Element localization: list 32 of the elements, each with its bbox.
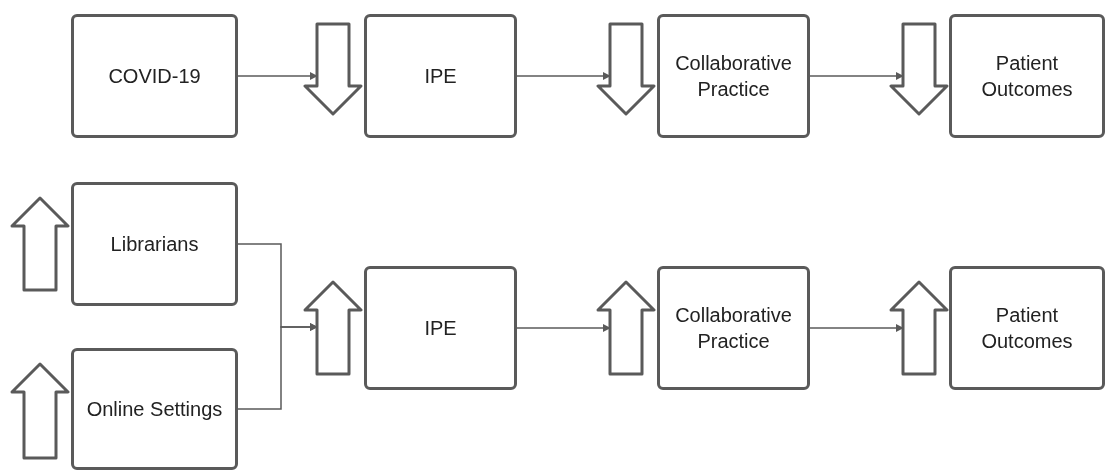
block-arrow-up bbox=[889, 280, 949, 376]
process-box bbox=[364, 14, 517, 138]
connector-arrow bbox=[516, 72, 611, 80]
block-arrow-up bbox=[596, 280, 656, 376]
connector-arrow bbox=[809, 324, 904, 332]
process-box bbox=[949, 14, 1105, 138]
connector-arrow bbox=[237, 72, 318, 80]
block-arrow-up bbox=[303, 280, 363, 376]
box-label: IPE bbox=[424, 64, 457, 89]
block-arrow-up bbox=[10, 362, 70, 460]
block-arrow-down bbox=[596, 22, 656, 116]
box-label: COVID-19 bbox=[108, 64, 201, 89]
process-box bbox=[71, 14, 238, 138]
box-label: Patient Outcomes bbox=[980, 303, 1074, 354]
process-box bbox=[657, 266, 810, 390]
connector-arrow bbox=[237, 323, 318, 410]
connector-arrow bbox=[809, 72, 904, 80]
box-label: Online Settings bbox=[86, 397, 223, 422]
process-box bbox=[71, 182, 238, 306]
process-box bbox=[71, 348, 238, 470]
block-arrow-down bbox=[303, 22, 363, 116]
box-label: Librarians bbox=[110, 232, 199, 257]
process-box bbox=[364, 266, 517, 390]
block-arrow-down bbox=[889, 22, 949, 116]
process-box bbox=[657, 14, 810, 138]
process-box bbox=[949, 266, 1105, 390]
box-label: Patient Outcomes bbox=[980, 51, 1074, 102]
box-label: Collaborative Practice bbox=[674, 303, 793, 354]
connector-arrow bbox=[516, 324, 611, 332]
block-arrow-up bbox=[10, 196, 70, 292]
box-label: Collaborative Practice bbox=[674, 51, 793, 102]
box-label: IPE bbox=[424, 316, 457, 341]
